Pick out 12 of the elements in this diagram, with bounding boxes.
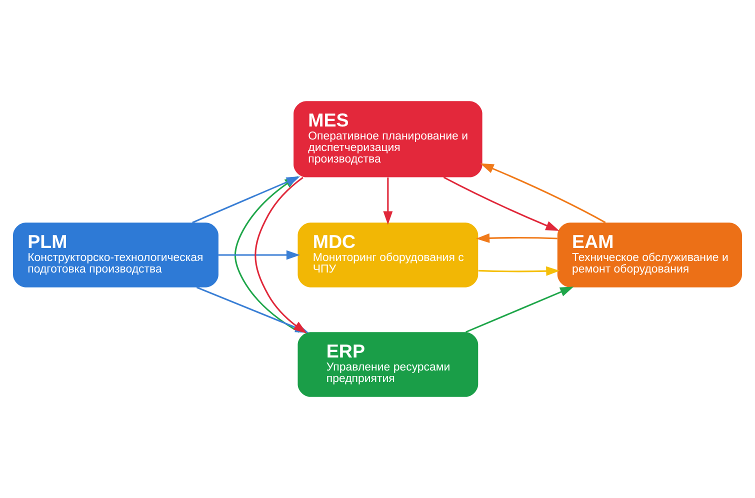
arrow xyxy=(443,176,560,231)
arrow xyxy=(466,286,574,333)
arrow xyxy=(218,250,300,260)
node-box: MES Оперативное планирование и диспетчеризация производства xyxy=(294,101,482,178)
node-box: ERP Управление ресурсами предприятия xyxy=(298,332,478,397)
arrow xyxy=(476,233,558,243)
node-box: MDC Мониторинг оборудования с ЧПУ xyxy=(298,222,478,288)
node-box: EAM Техническое обслуживание и ремонт оборудования xyxy=(557,222,742,288)
node-box: PLM Конструкторско-технологическая подготовка производства xyxy=(13,222,218,288)
arrow xyxy=(478,266,560,276)
arrow xyxy=(480,163,606,224)
arrow xyxy=(383,178,393,225)
